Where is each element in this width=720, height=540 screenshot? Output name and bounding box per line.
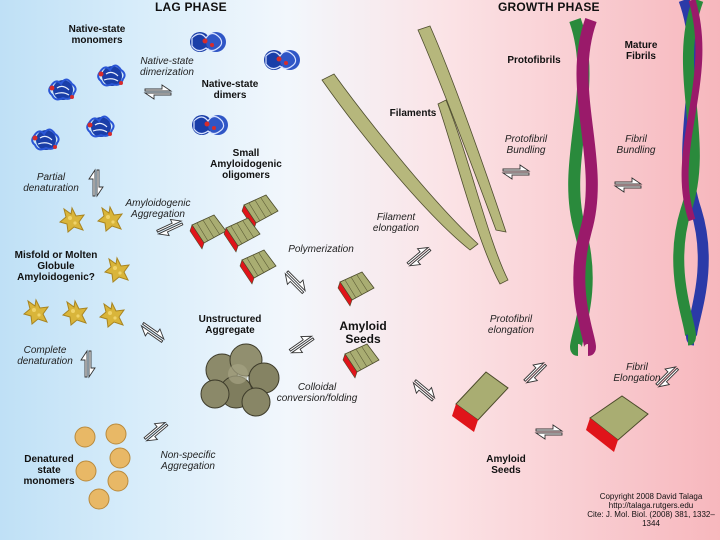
amyloid-seed-icon	[452, 371, 649, 452]
label-mature-fibrils: Mature Fibrils	[624, 40, 658, 62]
label-partial-denaturation: Partial denaturation	[23, 172, 79, 194]
mature-fibril-icon	[673, 0, 709, 346]
label-amyloid-seeds-center: Amyloid Seeds	[339, 319, 387, 346]
label-native-dimers: Native-state dimers	[201, 79, 259, 101]
label-colloidal-conversion: Colloidal conversion/folding	[276, 382, 358, 404]
growth-phase-header: GROWTH PHASE	[498, 0, 600, 14]
protofibril-icon	[568, 17, 598, 356]
label-amyloid-seeds-lower: Amyloid Seeds	[486, 454, 526, 476]
filament-icon	[321, 25, 509, 285]
copyright-line1: Copyright 2008 David Talaga	[599, 492, 703, 501]
copyright-notice: Copyright 2008 David Talaga http://talag…	[584, 492, 718, 528]
amyloid-seed-icon	[189, 194, 380, 379]
label-native-monomers: Native-state monomers	[68, 24, 126, 46]
label-protofibril-elongation: Protofibril elongation	[487, 314, 535, 336]
label-complete-denaturation: Complete denaturation	[17, 345, 73, 367]
copyright-line3: Cite: J. Mol. Biol. (2008) 381, 1332–134…	[587, 510, 715, 528]
label-filaments: Filaments	[389, 108, 437, 119]
label-fibril-bundling: Fibril Bundling	[616, 134, 656, 156]
native-monomer-icon	[31, 64, 126, 151]
label-misfold-molten-globule: Misfold or Molten Globule Amyloidogenic?	[14, 250, 98, 283]
copyright-line2: http://talaga.rutgers.edu	[608, 501, 694, 510]
label-filament-elongation: Filament elongation	[372, 212, 420, 234]
label-small-oligomers: Small Amyloidogenic oligomers	[210, 148, 282, 181]
label-nonspecific-aggregation: Non-specific Aggregation	[160, 450, 216, 472]
label-protofibrils: Protofibrils	[507, 55, 561, 66]
lag-phase-header: LAG PHASE	[155, 0, 227, 14]
label-denatured-monomers: Denatured state monomers	[23, 454, 75, 487]
label-unstructured-aggregate: Unstructured Aggregate	[198, 314, 262, 336]
label-native-dimerization: Native-state dimerization	[140, 56, 194, 78]
label-fibril-elongation: Fibril Elongation	[613, 362, 661, 384]
label-protofibril-bundling: Protofibril Bundling	[504, 134, 548, 156]
label-polymerization: Polymerization	[288, 244, 354, 255]
label-amyloidogenic-aggregation: Amyloidogenic Aggregation	[125, 198, 191, 220]
unstructured-aggregate-icon	[200, 343, 280, 417]
